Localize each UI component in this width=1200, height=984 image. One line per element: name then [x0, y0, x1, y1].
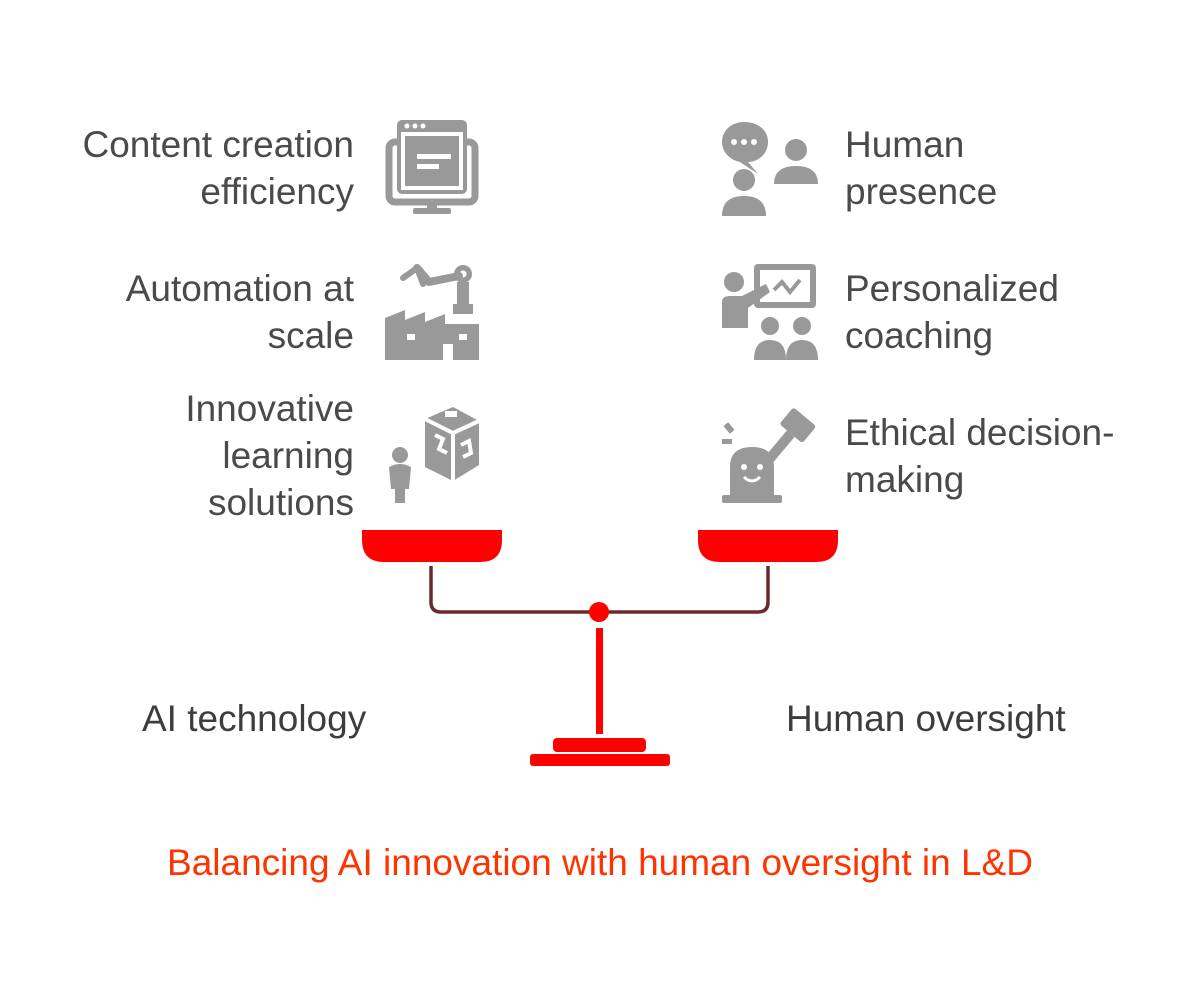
ai-technology-label: AI technology: [142, 698, 367, 739]
scale-base-top: [553, 738, 646, 752]
robot-factory-icon: [383, 262, 481, 360]
label-ethical-decision: Ethical decision- making: [845, 412, 1115, 500]
label-innovative: Innovative learning solutions: [185, 388, 354, 523]
label-content-creation: Content creation efficiency: [82, 124, 354, 212]
learner-puzzle-icon: [383, 405, 483, 505]
left-pan: [362, 530, 502, 562]
scale-post: [596, 628, 603, 734]
scale-pivot: [589, 602, 609, 622]
label-human-presence: Human presence: [845, 124, 998, 212]
coach-board-icon: [720, 262, 820, 362]
monitor-icon: [383, 118, 481, 216]
people-chat-icon: [720, 118, 820, 218]
human-oversight-label: Human oversight: [786, 698, 1066, 739]
right-pan: [698, 530, 838, 562]
gavel-person-icon: [720, 405, 820, 505]
scale-base-bottom: [530, 754, 670, 766]
diagram-caption: Balancing AI innovation with human overs…: [167, 842, 1033, 883]
label-personalized-coaching: Personalized coaching: [845, 268, 1059, 356]
label-automation: Automation at scale: [125, 268, 354, 356]
